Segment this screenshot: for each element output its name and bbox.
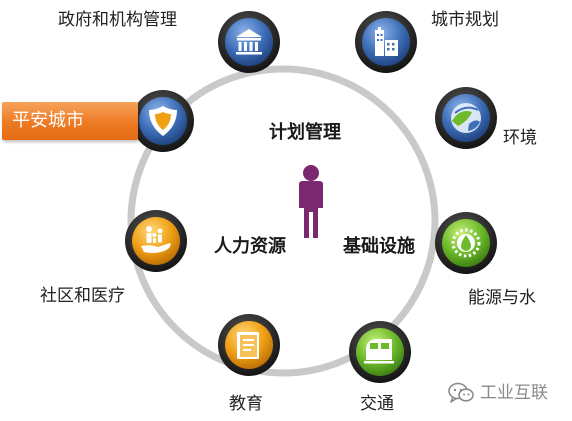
- wechat-icon: [448, 382, 474, 403]
- energy-water-label: 能源与水: [468, 288, 536, 308]
- sun-drop-icon: [451, 228, 481, 258]
- safe-city-tag[interactable]: 平安城市: [2, 102, 138, 140]
- government-node[interactable]: [218, 11, 280, 73]
- watermark-text: 工业互联: [480, 383, 548, 403]
- environment-label: 环境: [503, 128, 537, 148]
- public-safety-node[interactable]: [132, 90, 194, 152]
- person-icon: [299, 165, 323, 238]
- bank-building-icon: [236, 29, 262, 55]
- education-node[interactable]: [218, 314, 280, 376]
- globe-leaf-icon: [451, 103, 481, 133]
- environment-node[interactable]: [435, 87, 497, 149]
- human-resources-label: 人力资源: [214, 236, 286, 257]
- police-badge-icon: [149, 106, 177, 136]
- planning-management-label: 计划管理: [269, 122, 341, 143]
- energy-water-node[interactable]: [435, 212, 497, 274]
- family-hand-icon: [141, 226, 171, 253]
- transport-label: 交通: [360, 394, 394, 414]
- transport-node[interactable]: [349, 321, 411, 383]
- watermark: 工业互联: [448, 381, 548, 405]
- train-icon: [364, 339, 394, 364]
- infrastructure-label: 基础设施: [343, 236, 415, 257]
- government-label: 政府和机构管理: [58, 10, 177, 30]
- education-label: 教育: [229, 394, 263, 414]
- community-health-label: 社区和医疗: [40, 286, 125, 306]
- book-icon: [237, 332, 259, 359]
- urban-planning-label: 城市规划: [431, 10, 499, 30]
- community-health-node[interactable]: [125, 210, 187, 272]
- city-buildings-icon: [375, 27, 398, 56]
- connecting-ring: [127, 65, 439, 377]
- urban-planning-node[interactable]: [355, 11, 417, 73]
- safe-city-tag-label: 平安城市: [12, 110, 84, 131]
